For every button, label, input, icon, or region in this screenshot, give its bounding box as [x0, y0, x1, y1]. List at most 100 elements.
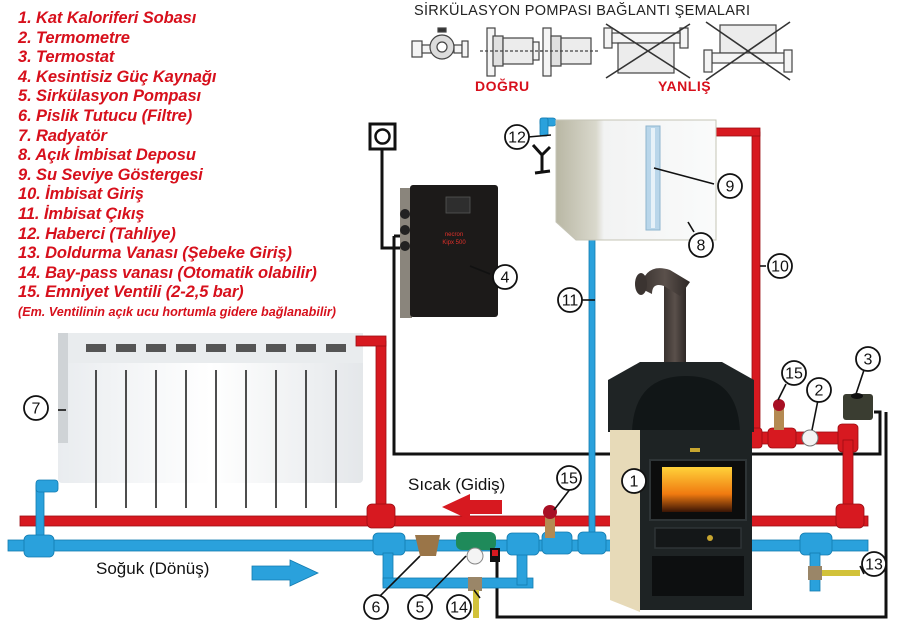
radiator-fin-cap: [116, 344, 136, 352]
callout-number: 5: [416, 600, 425, 617]
thermostat-device: [843, 393, 873, 420]
pump-correct-side2-icon: [540, 27, 598, 77]
thermometer: [801, 429, 819, 447]
radiator-fin-cap: [236, 344, 256, 352]
callout-radiator: 7: [23, 395, 49, 421]
pump-correct-label: DOĞRU: [475, 78, 530, 94]
callout-circle: [717, 173, 743, 199]
callout-safety-valve-top: 15: [781, 360, 807, 386]
bypass-valve: [468, 577, 482, 618]
pump-correct-front-icon: [411, 27, 469, 60]
callout-circle: [767, 253, 793, 279]
pump-schema-title: SİRKÜLASYON POMPASI BAĞLANTI ŞEMALARI: [414, 3, 751, 19]
legend-item: 15. Emniyet Ventili (2-2,5 bar): [18, 283, 244, 302]
stove-flue: [664, 280, 686, 365]
callout-circle: [806, 377, 832, 403]
legend-item: 11. İmbisat Çıkış: [18, 204, 145, 223]
callout-circle: [556, 465, 582, 491]
safety-valve-top: [773, 399, 785, 430]
legend-item: 14. Bay-pass vanası (Otomatik olabilir): [18, 263, 317, 282]
callout-number: 2: [815, 383, 824, 400]
wire-room-thermostat: [380, 150, 402, 250]
callout-number: 3: [864, 352, 873, 369]
dirt-filter: [415, 535, 440, 556]
circulation-pump: [456, 532, 500, 565]
callout-number: 4: [501, 270, 510, 287]
legend-item: 2. Termometre: [18, 28, 130, 47]
callout-number: 10: [771, 259, 789, 276]
callout-number: 12: [508, 130, 526, 147]
callout-circle: [407, 594, 433, 620]
tank-outlet-pipe: [588, 231, 596, 541]
callout-safety-valve-bottom: 15: [556, 465, 582, 491]
callout-circle: [861, 551, 887, 577]
hot-pipes: [19, 127, 869, 529]
legend-list: 1. Kat Kaloriferi Sobası 2. Termometre 3…: [18, 9, 317, 303]
callout-circle: [23, 395, 49, 421]
hot-flow-arrow: [442, 494, 502, 520]
legend-item: 6. Pislik Tutucu (Filtre): [18, 106, 193, 125]
callout-number: 7: [32, 401, 41, 418]
wire-stove-thermostat: [750, 410, 882, 456]
legend-item: 1. Kat Kaloriferi Sobası: [18, 9, 197, 27]
callout-number: 9: [726, 179, 735, 196]
callout-number: 1: [630, 474, 639, 491]
cold-flow-label: Soğuk (Dönüş): [96, 559, 210, 578]
callout-circle: [557, 287, 583, 313]
radiator-fin-cap: [326, 344, 346, 352]
callout-circle: [504, 124, 530, 150]
legend-item: 10. İmbisat Giriş: [18, 185, 144, 204]
callout-circle: [621, 468, 647, 494]
callout-circle: [492, 264, 518, 290]
callout-level-gauge: 9: [717, 173, 743, 199]
callout-thermometer: 2: [806, 377, 832, 403]
overflow-drain: [531, 143, 552, 175]
ups-brand: necron: [445, 232, 463, 238]
callout-circle: [446, 594, 472, 620]
legend-item: 12. Haberci (Tahliye): [18, 224, 176, 243]
radiator-fin-cap: [146, 344, 166, 352]
radiator-fin-cap: [86, 344, 106, 352]
stove-fire-window: [662, 467, 732, 512]
legend-note: (Em. Ventilinin açık ucu hortumla gidere…: [18, 305, 336, 319]
legend-item: 8. Açık İmbisat Deposu: [18, 146, 196, 165]
radiator: [58, 333, 363, 508]
legend-item: 3. Termostat: [18, 48, 115, 67]
callout-bypass-valve: 14: [446, 594, 472, 620]
callout-number: 15: [785, 366, 803, 383]
callout-expansion-tank: 8: [688, 232, 714, 258]
fill-valve: [808, 566, 860, 580]
radiator-fin-cap: [296, 344, 316, 352]
callout-circle: [855, 346, 881, 372]
room-thermostat-symbol: [368, 122, 397, 151]
pump-wrong-label: YANLIŞ: [658, 78, 712, 94]
legend-item: 13. Doldurma Vanası (Şebeke Giriş): [18, 244, 292, 263]
cold-flow-arrow: [251, 559, 319, 587]
callout-pump: 5: [407, 594, 433, 620]
callout-overflow: 12: [504, 124, 530, 150]
callout-tank-outlet: 11: [557, 287, 583, 313]
callout-number: 15: [560, 471, 578, 488]
legend-item: 9. Su Seviye Göstergesi: [18, 165, 203, 184]
callout-thermostat: 3: [855, 346, 881, 372]
hot-flow-label: Sıcak (Gidiş): [408, 475, 506, 494]
radiator-fin-cap: [206, 344, 226, 352]
pump-wrong-1-icon: [603, 23, 691, 79]
callout-number: 13: [865, 557, 883, 574]
pump-wrong-2-icon: [703, 21, 793, 81]
legend-item: 4. Kesintisiz Güç Kaynağı: [18, 67, 217, 86]
callout-stove: 1: [621, 468, 647, 494]
cold-pipes: [7, 117, 869, 592]
callout-circle: [781, 360, 807, 386]
callout-fill-valve: 13: [861, 551, 887, 577]
hot-main-pipe: [19, 515, 869, 527]
hot-radiator-riser: [375, 340, 387, 522]
legend-item: 5. Sirkülasyon Pompası: [18, 87, 202, 106]
callout-number: 11: [562, 293, 579, 310]
safety-valve-bottom: [543, 505, 557, 538]
callout-number: 14: [450, 600, 468, 617]
legend-item: 7. Radyatör: [18, 126, 107, 145]
pump-schema-drawings: [411, 21, 793, 81]
